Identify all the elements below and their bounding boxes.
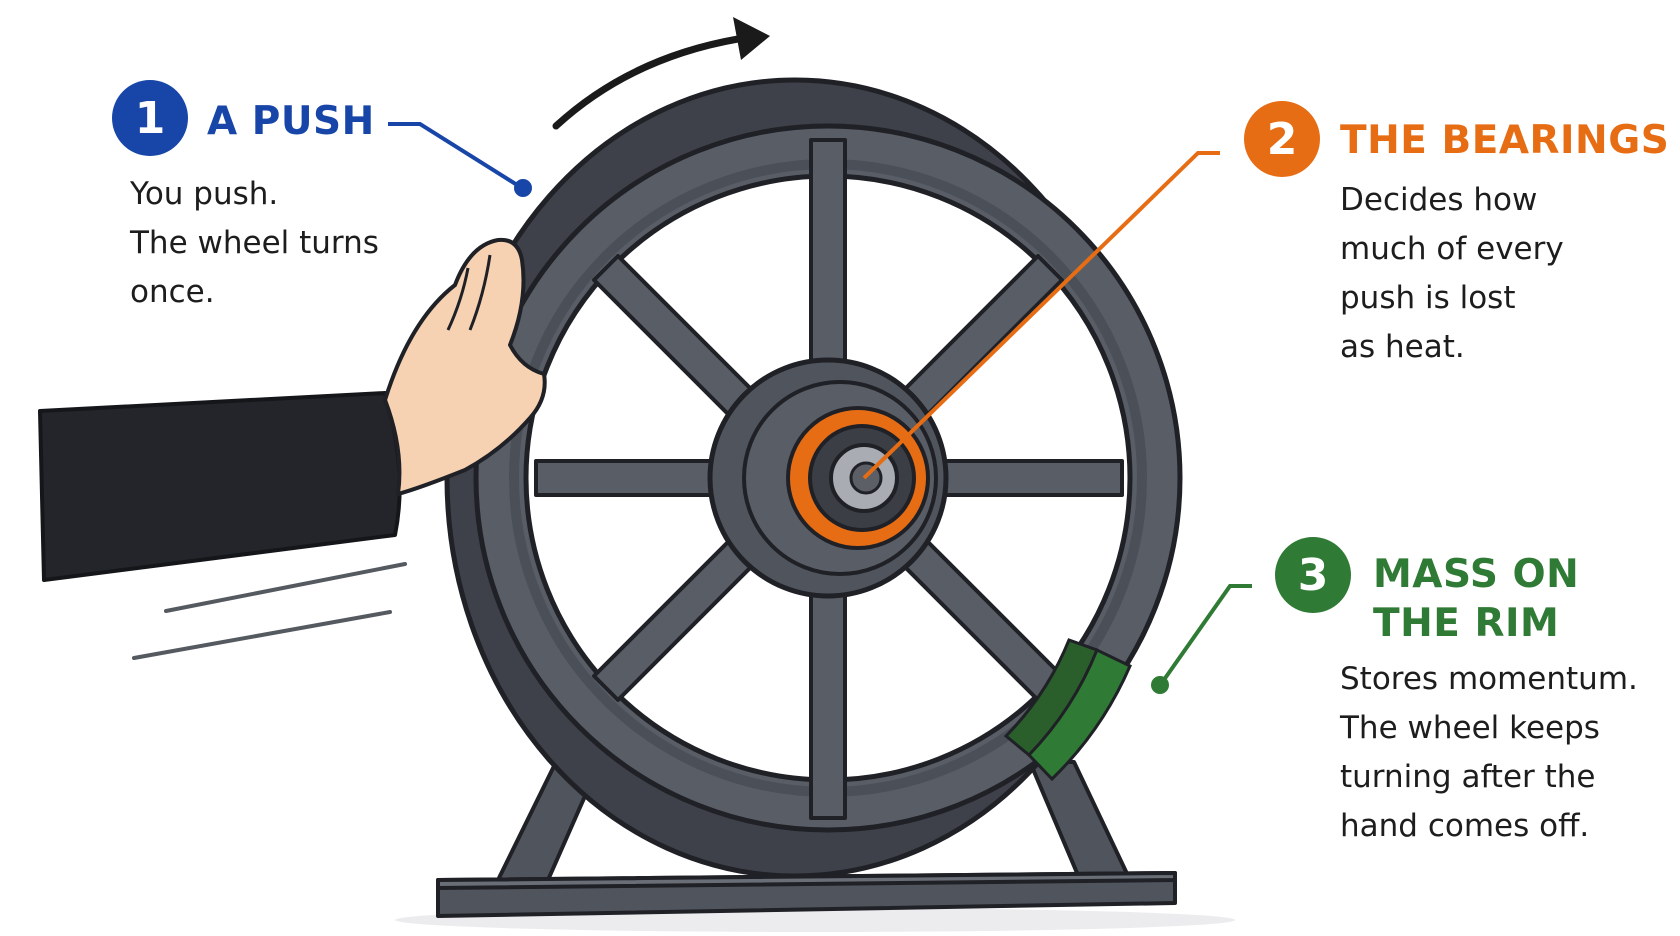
- callout-3-title-line: THE RIM: [1373, 601, 1560, 646]
- stand-base: [436, 871, 1177, 918]
- callout-2-title: THE BEARINGS: [1340, 116, 1669, 165]
- wheel-icon: [444, 77, 1183, 879]
- callout-2-body-line: Decides how: [1340, 182, 1538, 218]
- callout-2-body-line: push is lost: [1340, 280, 1516, 316]
- callout-1-title-line: A PUSH: [207, 99, 375, 144]
- callout-1-body-line: The wheel turns: [130, 225, 379, 261]
- callout-push: A PUSH: [207, 97, 375, 146]
- callout-2-title-line: THE BEARINGS: [1340, 118, 1670, 163]
- callout-2-number: 2: [1267, 114, 1298, 165]
- callout-3-title-line: MASS ON: [1373, 552, 1580, 597]
- callout-push-body: You push. The wheel turns once.: [130, 170, 379, 317]
- motion-lines-icon: [132, 562, 407, 660]
- callout-2-body-line: much of every: [1340, 231, 1564, 267]
- callout-bearings: THE BEARINGS: [1340, 116, 1669, 165]
- leader-line-bearings: [862, 151, 1220, 480]
- callout-2-body-line: as heat.: [1340, 329, 1465, 365]
- callout-1-body-line: once.: [130, 274, 215, 310]
- callout-1-title: A PUSH: [207, 97, 375, 146]
- callout-1-number: 1: [135, 93, 166, 144]
- callout-rim-mass-body: Stores momentum. The wheel keeps turning…: [1340, 655, 1638, 851]
- callout-3-body-line: hand comes off.: [1340, 808, 1590, 844]
- callout-2-badge: 2: [1244, 101, 1320, 177]
- callout-1-badge: 1: [112, 80, 188, 156]
- leader-line-rim: [1151, 584, 1252, 694]
- callout-rim-mass: MASS ON THE RIM: [1373, 550, 1579, 648]
- callout-3-badge: 3: [1275, 537, 1351, 613]
- callout-3-title: MASS ON THE RIM: [1373, 550, 1579, 648]
- rim-mass-segment: [1003, 638, 1132, 782]
- callout-3-body-line: Stores momentum.: [1340, 661, 1638, 697]
- callout-3-number: 3: [1298, 550, 1329, 601]
- curved-arrow-icon: [552, 17, 770, 130]
- hand-icon: [38, 237, 547, 582]
- leader-line-push: [388, 122, 532, 197]
- callout-bearings-body: Decides how much of every push is lost a…: [1340, 176, 1564, 372]
- callout-3-body-line: The wheel keeps: [1340, 710, 1600, 746]
- callout-3-body-line: turning after the: [1340, 759, 1596, 795]
- callout-1-body-line: You push.: [130, 176, 279, 212]
